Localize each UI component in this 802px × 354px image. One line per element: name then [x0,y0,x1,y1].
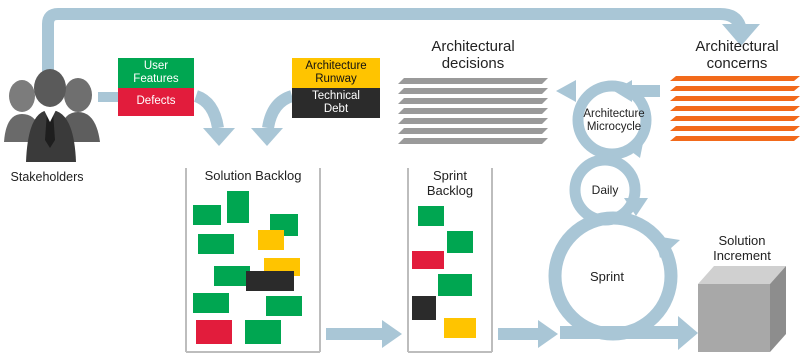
user-features-label: User Features [133,59,179,85]
runway-to-backlog-arrow [262,90,295,130]
backlog-item [266,296,302,316]
solution-backlog-label: Solution Backlog [204,168,302,183]
backlog-item [196,320,232,344]
sprint-backlog-item [447,231,473,253]
sprint-backlog-item [412,296,436,320]
solution-increment-label: Solution Increment [713,233,771,263]
sprint-backlog-item [412,251,444,269]
architectural-concerns-stack [670,76,800,141]
architectural-concerns-label: Architectural concerns [695,38,779,73]
defects-label: Defects [136,95,176,108]
sprint-backlog-to-sprint-shaft [498,328,540,340]
features-to-backlog-arrow [193,90,224,130]
stakeholders-label: Stakeholders [10,170,84,184]
architecture-microcycle-label: Architecture Microcycle [583,108,645,134]
backlog-item [193,293,229,313]
technical-debt-card: Technical Debt [292,88,380,118]
backlog-to-sprint-backlog-arrowhead [382,320,402,348]
technical-debt-label: Technical Debt [312,89,360,115]
sprint-backlog-item [418,206,444,226]
sprint-backlog-item [438,274,472,296]
sprint-label: Sprint [590,269,624,284]
defects-card: Defects [118,88,194,116]
daily-label: Daily [591,183,619,197]
user-features-card: User Features [118,58,194,88]
architectural-decisions-label: Architectural decisions [431,38,515,73]
backlog-item [198,234,234,254]
backlog-item [214,266,250,286]
daily-arrowhead [624,198,648,216]
sprint-backlog-container [407,168,493,353]
microcycle-loop [572,80,652,160]
sprint-arrowhead [655,236,680,258]
stakeholder-connector [98,92,120,102]
architecture-runway-label: Architecture Runway [305,59,367,85]
top-feedback-arrowhead [722,24,760,46]
sprint-backlog-label: Sprint Backlog [426,168,474,198]
cycle-to-decisions-arrowhead [556,80,576,102]
backlog-item [258,230,284,250]
backlog-item [245,320,281,344]
sprint-to-increment-arrowhead [678,316,698,350]
architecture-runway-card: Architecture Runway [292,58,380,88]
backlog-item [246,271,294,291]
backlog-to-sprint-backlog-shaft [326,328,384,340]
sprint-backlog-item [444,318,476,338]
solution-backlog-container [185,168,321,353]
solution-increment-cube [698,266,786,352]
runway-to-backlog-arrowhead [251,128,283,146]
sprint-to-increment-shaft [560,326,680,339]
top-feedback-arrow [42,8,746,78]
architectural-decisions-stack [398,78,548,144]
backlog-item [227,191,249,223]
sprint-backlog-to-sprint-arrowhead [538,320,558,348]
stakeholders-icon [4,69,100,162]
features-to-backlog-arrowhead [203,128,235,146]
microcycle-arrowhead [624,138,644,158]
backlog-item [193,205,221,225]
